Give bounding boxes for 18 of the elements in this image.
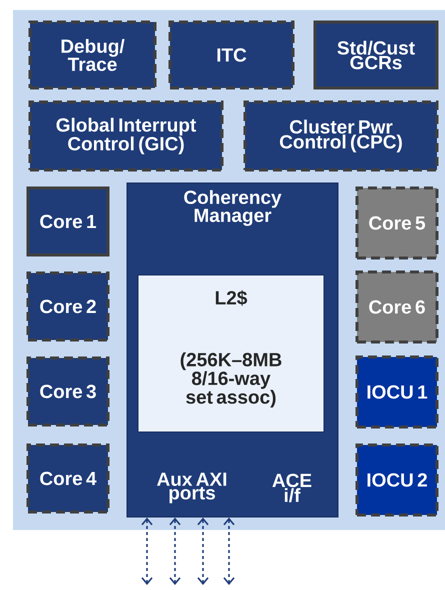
block-box: ITC	[168, 20, 294, 90]
core-box: Core 1	[26, 186, 110, 256]
iocu-box: IOCU 1	[356, 356, 438, 428]
block-box: Global Interrupt Control (GIC)	[28, 100, 224, 172]
block-box: Debug/ Trace	[28, 20, 156, 90]
block-box: Std/Cust GCRs	[314, 20, 438, 90]
arrow	[223, 518, 235, 585]
arrow	[197, 518, 209, 585]
arrow	[169, 518, 181, 585]
core-box: Core 2	[26, 272, 110, 342]
arrow	[141, 518, 153, 585]
block-box: Cluster Pwr Control (CPC)	[244, 100, 438, 172]
core-box: Core 3	[26, 356, 110, 426]
core-box: Core 4	[26, 444, 110, 514]
iocu-box: IOCU 2	[356, 444, 438, 516]
core-box: Core 6	[356, 270, 438, 344]
cache-box: L2$ (256K–8MB 8/16-way set assoc)	[138, 274, 324, 432]
core-box: Core 5	[356, 186, 438, 260]
